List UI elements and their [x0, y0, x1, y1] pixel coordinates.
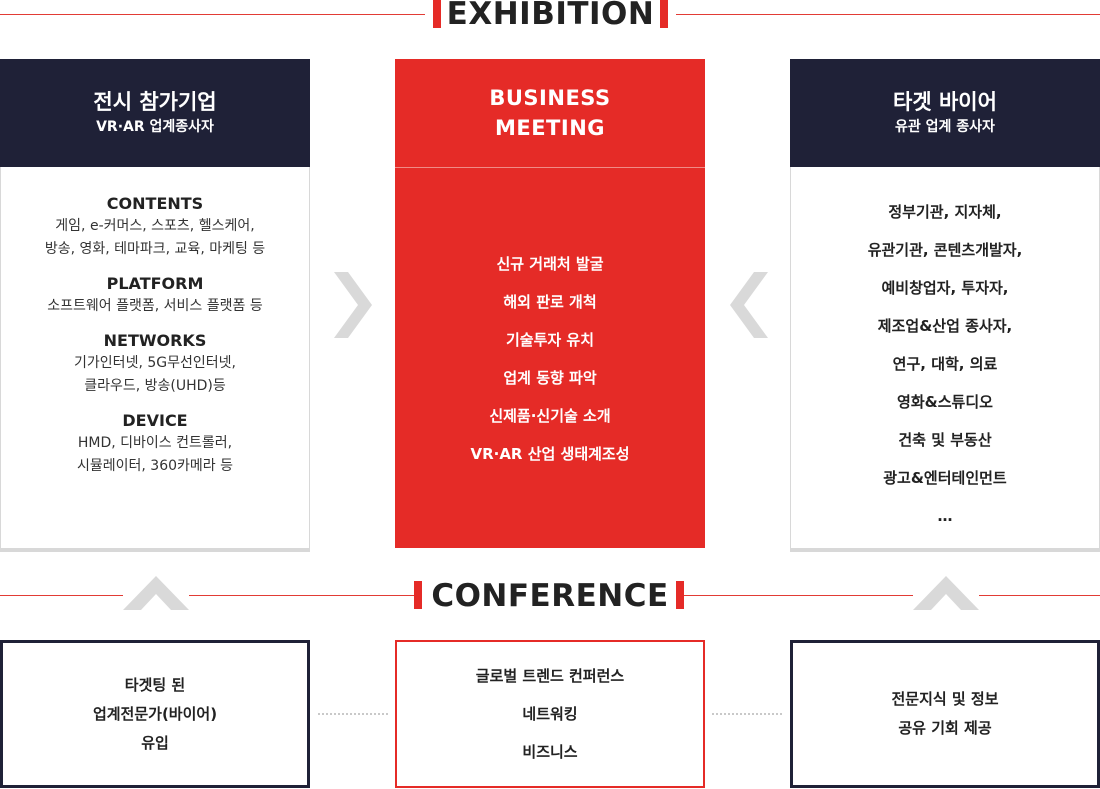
category-desc: 게임, e-커머스, 스포츠, 헬스케어,: [55, 218, 255, 234]
bottom-middle-line: 글로벌 트렌드 컨퍼런스: [475, 667, 625, 685]
chevron-left-icon: [730, 272, 768, 338]
dotted-connector-left: [318, 713, 388, 715]
exhibition-title: EXHIBITION: [446, 0, 655, 32]
conference-line-left-a: [0, 595, 123, 596]
buyer-header: 타겟 바이어 유관 업계 종사자: [790, 59, 1100, 167]
buyer-item: 정부기관, 지자체,: [888, 203, 1002, 221]
meeting-item: 기술투자 유치: [505, 331, 595, 349]
exhibition-line-left: [0, 14, 425, 15]
category-networks: NETWORKS 기가인터넷, 5G무선인터넷, 클라우드, 방송(UHD)등: [1, 330, 309, 398]
conference-line-left-b: [189, 595, 414, 596]
meeting-item: VR·AR 산업 생태계조성: [470, 445, 630, 463]
category-platform: PLATFORM 소프트웨어 플랫폼, 서비스 플랫폼 등: [1, 273, 309, 318]
chevron-up-icon: [913, 576, 979, 610]
category-device: DEVICE HMD, 디바이스 컨트롤러, 시뮬레이터, 360카메라 등: [1, 410, 309, 478]
bottom-box-middle: 글로벌 트렌드 컨퍼런스 네트워킹 비즈니스: [395, 640, 705, 788]
bottom-middle-line: 비즈니스: [522, 743, 578, 761]
bottom-box-right: 전문지식 및 정보 공유 기회 제공: [790, 640, 1100, 788]
category-desc: 방송, 영화, 테마파크, 교육, 마케팅 등: [44, 241, 266, 257]
buyer-item: 영화&스튜디오: [897, 393, 993, 411]
chevron-right-icon: [334, 272, 372, 338]
category-desc: 클라우드, 방송(UHD)등: [84, 378, 226, 394]
buyer-box: 정부기관, 지자체, 유관기관, 콘텐츠개발자, 예비창업자, 투자자, 제조업…: [790, 167, 1100, 552]
bottom-box-left: 타겟팅 된 업계전문가(바이어) 유입: [0, 640, 310, 788]
business-meeting-header: BUSINESS MEETING: [395, 59, 705, 167]
conference-bar-left: [414, 581, 422, 609]
exhibitor-header: 전시 참가기업 VR·AR 업계종사자: [0, 59, 310, 167]
dotted-connector-right: [712, 713, 782, 715]
bottom-left-line: 타겟팅 된: [124, 675, 186, 694]
exhibitor-title: 전시 참가기업: [93, 90, 217, 114]
buyer-item: 광고&엔터테인먼트: [883, 469, 1007, 487]
chevron-up-icon: [123, 576, 189, 610]
bottom-right-line: 전문지식 및 정보: [891, 690, 999, 708]
category-title: DEVICE: [122, 411, 188, 430]
category-title: NETWORKS: [103, 331, 207, 350]
meeting-item: 업계 동향 파악: [503, 369, 597, 387]
category-title: CONTENTS: [106, 194, 204, 213]
bottom-left-line: 유입: [141, 733, 169, 752]
buyer-item: …: [937, 507, 953, 525]
bottom-right-line: 공유 기회 제공: [898, 719, 992, 737]
category-contents: CONTENTS 게임, e-커머스, 스포츠, 헬스케어, 방송, 영화, 테…: [1, 193, 309, 261]
buyer-item: 유관기관, 콘텐츠개발자,: [867, 241, 1023, 259]
buyer-item: 건축 및 부동산: [898, 431, 992, 449]
buyer-item: 연구, 대학, 의료: [892, 355, 998, 373]
bottom-left-line: 업계전문가(바이어): [92, 704, 218, 723]
buyer-item: 제조업&산업 종사자,: [877, 317, 1013, 335]
business-meeting-title-1: BUSINESS: [489, 86, 611, 110]
meeting-item: 해외 판로 개척: [503, 293, 597, 311]
category-desc: 기가인터넷, 5G무선인터넷,: [74, 355, 236, 371]
conference-bar-right: [676, 581, 684, 609]
category-desc: 시뮬레이터, 360카메라 등: [77, 458, 233, 474]
exhibitor-subtitle: VR·AR 업계종사자: [96, 119, 214, 135]
buyer-subtitle: 유관 업계 종사자: [895, 119, 995, 135]
category-desc: 소프트웨어 플랫폼, 서비스 플랫폼 등: [47, 298, 263, 314]
conference-title: CONFERENCE: [431, 578, 669, 614]
exhibition-bar-left: [433, 0, 441, 28]
conference-line-right-b: [979, 595, 1100, 596]
business-meeting-title-2: MEETING: [494, 116, 606, 140]
buyer-item: 예비창업자, 투자자,: [881, 279, 1009, 297]
category-title: PLATFORM: [106, 274, 204, 293]
bottom-middle-line: 네트워킹: [522, 705, 578, 723]
business-meeting-box: 신규 거래처 발굴 해외 판로 개척 기술투자 유치 업계 동향 파악 신제품·…: [395, 167, 705, 548]
exhibitor-box: CONTENTS 게임, e-커머스, 스포츠, 헬스케어, 방송, 영화, 테…: [0, 167, 310, 552]
exhibition-bar-right: [660, 0, 668, 28]
buyer-title: 타겟 바이어: [893, 90, 997, 114]
meeting-item: 신제품·신기술 소개: [489, 407, 611, 425]
category-desc: HMD, 디바이스 컨트롤러,: [77, 435, 233, 451]
meeting-item: 신규 거래처 발굴: [496, 255, 604, 273]
exhibition-line-right: [676, 14, 1100, 15]
conference-line-right-a: [684, 595, 913, 596]
